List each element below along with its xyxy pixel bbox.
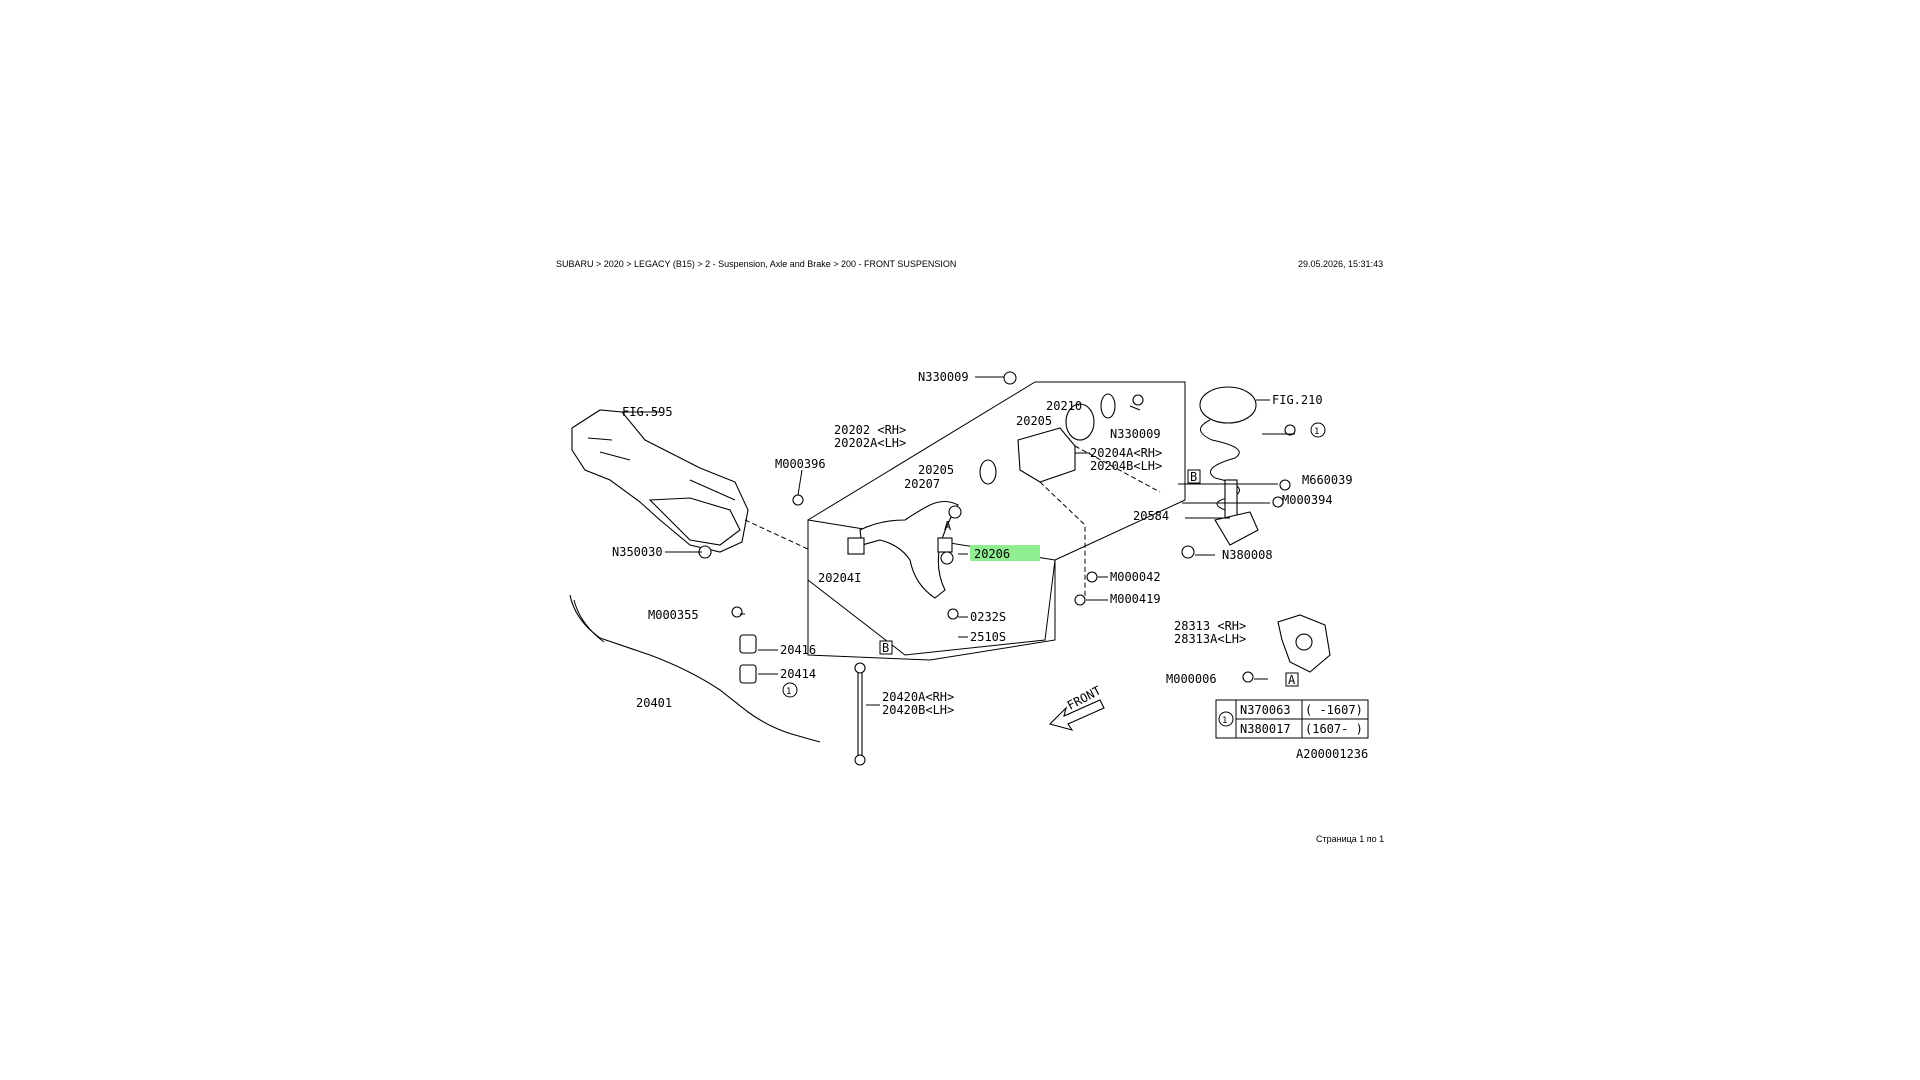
callout-20204i[interactable]: 20204I [818,571,861,585]
marker-a-lower: A [1285,672,1299,687]
svg-text:1: 1 [1314,427,1319,437]
print-timestamp: 29.05.2026, 15:31:43 [1298,259,1384,269]
knuckle-illustration [1277,614,1331,673]
stabilizer-bar-illustration [569,594,866,766]
callout-n330009-right[interactable]: N330009 [1110,427,1161,441]
svg-text:A: A [1288,673,1296,687]
marker-b-left: B [879,640,893,655]
table-range-1: ( -1607) [1305,703,1363,717]
callout-m000396[interactable]: M000396 [775,457,826,471]
table-part-2[interactable]: N380017 [1240,722,1291,736]
front-arrow [1048,699,1105,731]
callout-28313a[interactable]: 28313A<LH> [1174,632,1246,646]
callout-fig210[interactable]: FIG.210 [1272,393,1323,407]
table-part-1[interactable]: N370063 [1240,703,1291,717]
callout-0232s[interactable]: 0232S [970,610,1006,624]
callout-n350030[interactable]: N350030 [612,545,663,559]
page-info: Страница 1 по 1 [1316,834,1385,844]
callout-20205-top[interactable]: 20205 [1016,414,1052,428]
svg-text:B: B [882,641,889,655]
supersession-table: 1 N370063 ( -1607) N380017 (1607- ) [1215,699,1369,739]
selected-part-highlight [970,545,1040,561]
callout-20204a[interactable]: 20204A<RH> [1090,446,1162,460]
fasteners [698,371,1296,683]
strut-spring-illustration [1199,386,1259,546]
circle-ref-1-strut: 1 [1310,422,1326,438]
callout-20416[interactable]: 20416 [780,643,816,657]
callout-20584[interactable]: 20584 [1133,509,1169,523]
marker-a-upper: A [944,519,952,533]
breadcrumb: SUBARU > 2020 > LEGACY (B15) > 2 - Suspe… [556,259,957,269]
callout-m000355[interactable]: M000355 [648,608,699,622]
callout-20414[interactable]: 20414 [780,667,816,681]
table-range-2: (1607- ) [1305,722,1363,736]
callout-20420b[interactable]: 20420B<LH> [882,703,954,717]
svg-text:1: 1 [786,687,791,697]
callout-n380008[interactable]: N380008 [1222,548,1273,562]
callout-20210[interactable]: 20210 [1046,399,1082,413]
svg-text:1: 1 [1222,716,1227,726]
crossmember-illustration [571,409,811,553]
callout-20207[interactable]: 20207 [904,477,940,491]
svg-text:B: B [1190,470,1197,484]
callout-m000394[interactable]: M000394 [1282,493,1333,507]
callout-m660039[interactable]: M660039 [1302,473,1353,487]
callout-n330009-top[interactable]: N330009 [918,370,969,384]
callout-20206[interactable]: 20206 [974,547,1010,561]
callout-m000419[interactable]: M000419 [1110,592,1161,606]
svg-text:A: A [944,519,952,533]
bushing-illustration [979,393,1161,600]
drawing-number: A200001236 [1296,747,1368,761]
callout-20420a[interactable]: 20420A<RH> [882,690,954,704]
callout-2510s[interactable]: 2510S [970,630,1006,644]
lower-arm-illustration [847,500,962,599]
callout-m000042[interactable]: M000042 [1110,570,1161,584]
callout-20204b[interactable]: 20204B<LH> [1090,459,1162,473]
circle-ref-1-stabilizer: 1 [782,682,798,698]
marker-b-right: B [1187,469,1201,484]
leader-lines [622,376,1295,706]
callout-20401[interactable]: 20401 [636,696,672,710]
callout-20205-mid[interactable]: 20205 [918,463,954,477]
callout-m000006[interactable]: M000006 [1166,672,1217,686]
callout-20202a[interactable]: 20202A<LH> [834,436,906,450]
callout-28313[interactable]: 28313 <RH> [1174,619,1246,633]
callout-fig595[interactable]: FIG.595 [622,405,673,419]
callout-20202[interactable]: 20202 <RH> [834,423,906,437]
